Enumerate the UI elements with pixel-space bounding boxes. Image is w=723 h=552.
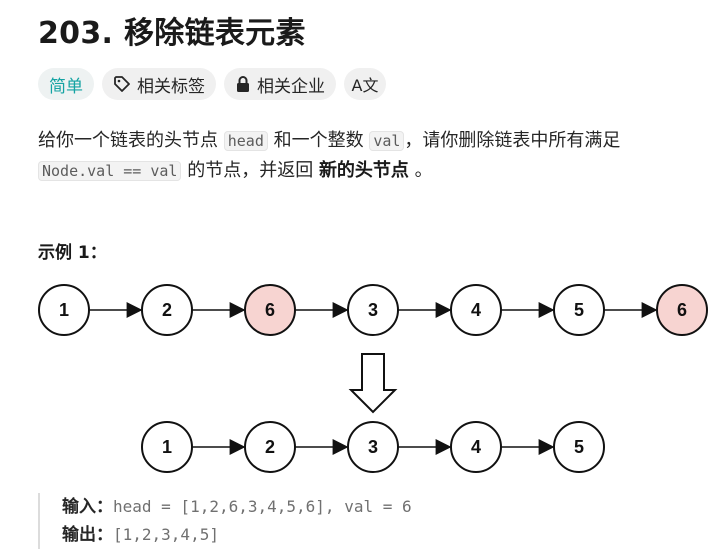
translate-icon: A文 [351,76,379,95]
input-node [38,284,90,336]
description-text: 给你一个链表的头节点 [38,130,218,151]
lock-icon [237,76,249,92]
output-node-value: 1 [162,437,172,457]
input-value: head = [1,2,6,3,4,5,6], val = 6 [113,497,412,516]
input-node [450,284,502,336]
description-text: 和一个整数 [273,130,364,151]
output-node-value: 4 [471,437,481,457]
example-io: 输入：head = [1,2,6,3,4,5,6], val = 6 输出：[1… [38,493,412,549]
related-tags-label: 相关标签 [137,76,205,97]
tag-bar: 简单 相关标签 相关企业 A文 [38,68,386,100]
input-node [553,284,605,336]
input-node-value: 2 [162,300,172,320]
tag-icon [114,76,130,92]
input-node [656,284,708,336]
code-val: val [369,131,405,151]
input-node-value: 3 [368,300,378,320]
input-node-value: 1 [59,300,69,320]
page-title: 203. 移除链表元素 [38,16,306,51]
input-node [244,284,296,336]
down-arrow-icon [348,353,398,414]
related-companies-button[interactable]: 相关企业 [224,68,336,100]
code-head: head [223,131,268,151]
input-node-value: 6 [265,300,275,320]
input-node [347,284,399,336]
output-node-value: 2 [265,437,275,457]
output-node-value: 5 [574,437,584,457]
output-label: 输出： [62,525,113,545]
translate-button[interactable]: A文 [344,68,386,100]
description-text: 。 [414,160,433,181]
input-label: 输入： [62,497,113,517]
input-node-value: 6 [677,300,687,320]
code-condition: Node.val == val [38,161,182,181]
related-companies-label: 相关企业 [257,76,325,97]
output-node [450,421,502,473]
output-node [244,421,296,473]
problem-description: 给你一个链表的头节点 head 和一个整数 val，请你删除链表中所有满足 No… [38,126,710,186]
description-text: 的节点，并返回 [187,160,314,181]
related-tags-button[interactable]: 相关标签 [102,68,216,100]
output-value: [1,2,3,4,5] [113,525,219,544]
linked-list-diagram: 1 2 6 3 4 5 6 1 2 3 4 5 [38,284,708,473]
output-node-value: 3 [368,437,378,457]
difficulty-badge[interactable]: 简单 [38,68,94,100]
output-node [553,421,605,473]
description-text: ，请你删除链表中所有满足 [404,130,621,151]
output-node [347,421,399,473]
example-title: 示例 1： [38,243,107,263]
input-node-value: 4 [471,300,481,320]
input-node [141,284,193,336]
input-node-value: 5 [574,300,584,320]
description-bold: 新的头节点 [318,160,409,181]
output-node [141,421,193,473]
